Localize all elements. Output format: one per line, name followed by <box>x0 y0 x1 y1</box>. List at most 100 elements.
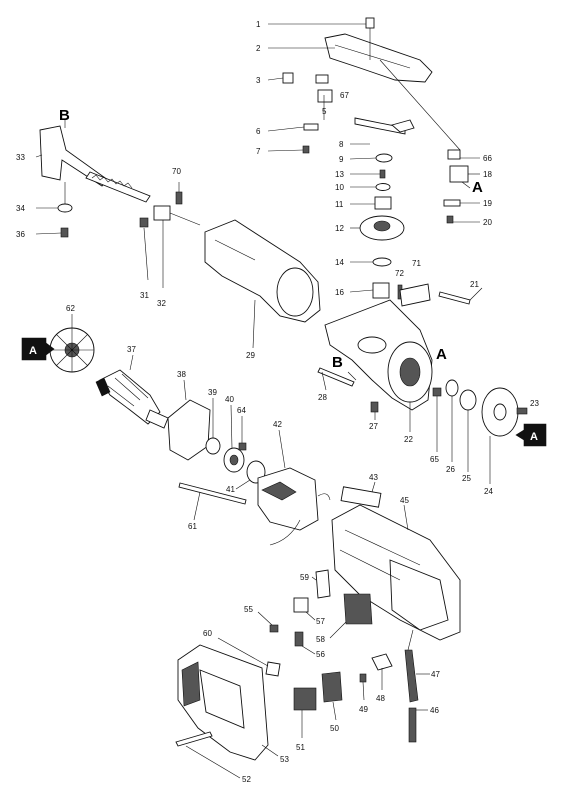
screw-23-part <box>516 407 528 415</box>
callout-16: 16 <box>335 288 344 297</box>
block-18-part <box>449 165 469 183</box>
callout-20: 20 <box>483 218 492 227</box>
callout-27: 27 <box>369 422 378 431</box>
callout-52: 52 <box>242 775 251 784</box>
callout-7: 7 <box>256 147 261 156</box>
callout-38: 38 <box>177 370 186 379</box>
blade-holder-33-part <box>39 125 109 187</box>
top-cover-part <box>324 33 433 83</box>
pin-31-part <box>139 217 149 228</box>
callout-5: 5 <box>322 107 327 116</box>
plate-71-part <box>399 283 431 307</box>
callout-66: 66 <box>483 154 492 163</box>
armature-37-part <box>95 369 169 429</box>
callout-41: 41 <box>226 485 235 494</box>
callout-12: 12 <box>335 224 344 233</box>
callout-2: 2 <box>256 44 261 53</box>
callout-26: 26 <box>446 465 455 474</box>
callout-19: 19 <box>483 199 492 208</box>
callout-14: 14 <box>335 258 344 267</box>
bolt-61-part <box>178 482 247 505</box>
part-51 <box>293 687 317 711</box>
washer-9-part <box>375 153 393 163</box>
block-5-part <box>317 89 333 103</box>
washer-39-part <box>205 437 221 455</box>
callout-9: 9 <box>339 155 344 164</box>
callout-40: 40 <box>225 395 234 404</box>
callout-33: 33 <box>16 153 25 162</box>
clamp-48-part <box>371 653 393 671</box>
saw-blade-part <box>85 171 151 203</box>
callout-47: 47 <box>431 670 440 679</box>
bearing-11-part <box>374 196 392 210</box>
callout-37: 37 <box>127 345 136 354</box>
washer-14-part <box>372 257 392 267</box>
callout-61: 61 <box>188 522 197 531</box>
cover-59-part <box>315 569 331 599</box>
screw-49-part <box>359 673 367 683</box>
callout-8: 8 <box>339 140 344 149</box>
callout-57: 57 <box>316 617 325 626</box>
callout-62: 62 <box>66 304 75 313</box>
callout-22: 22 <box>404 435 413 444</box>
bearing-25-part <box>459 389 477 411</box>
callout-18: 18 <box>483 170 492 179</box>
callout-65: 65 <box>430 455 439 464</box>
bearing-16-part <box>372 282 390 299</box>
callout-71: 71 <box>412 259 421 268</box>
screw-20-part <box>446 215 454 224</box>
block-67-part <box>315 74 329 84</box>
callout-60: 60 <box>203 629 212 638</box>
callout-11: 11 <box>335 200 344 209</box>
callout-3: 3 <box>256 76 261 85</box>
callout-56: 56 <box>316 650 325 659</box>
callout-45: 45 <box>400 496 409 505</box>
baffle-38-part <box>167 399 211 461</box>
block-3-part <box>282 72 294 84</box>
screw-21-part <box>438 291 471 305</box>
callout-67: 67 <box>340 91 349 100</box>
cord-guard-47-part <box>404 649 419 703</box>
motor-housing-45-part <box>331 504 461 641</box>
callout-64: 64 <box>237 406 246 415</box>
label-43-part <box>340 486 382 508</box>
field-42-part <box>257 467 331 546</box>
callout-43: 43 <box>369 473 378 482</box>
callout-6: 6 <box>256 127 261 136</box>
clip-19-part <box>443 199 461 207</box>
brush-holder-57-part <box>293 597 309 613</box>
screw-36-part <box>60 227 69 238</box>
brush-56-part <box>294 631 304 647</box>
callout-51: 51 <box>296 743 305 752</box>
clip-6-part <box>303 123 319 131</box>
callout-31: 31 <box>140 291 149 300</box>
callout-58: 58 <box>316 635 325 644</box>
callout-72: 72 <box>395 269 404 278</box>
callout-21: 21 <box>470 280 479 289</box>
washer-26-part <box>445 379 459 397</box>
screw-70-part <box>175 191 183 205</box>
callout-25: 25 <box>462 474 471 483</box>
callout-34: 34 <box>16 204 25 213</box>
part-60 <box>265 661 281 677</box>
callout-13: 13 <box>335 170 344 179</box>
ref-tag-a-left: A <box>21 337 55 361</box>
shaft-8-part <box>354 117 406 135</box>
callout-23: 23 <box>530 399 539 408</box>
callout-29: 29 <box>246 351 255 360</box>
ref-tag-a-right: A <box>515 423 547 447</box>
screw-28-part <box>317 367 355 387</box>
callout-36: 36 <box>16 230 25 239</box>
callout-70: 70 <box>172 167 181 176</box>
ref-a-right: A <box>472 179 483 196</box>
fan-62-part <box>49 327 95 373</box>
part-50 <box>321 671 343 703</box>
svg-text:A: A <box>29 345 37 357</box>
screw-52-part <box>175 731 213 747</box>
callout-32: 32 <box>157 299 166 308</box>
callout-53: 53 <box>280 755 289 764</box>
ref-b-center: B <box>332 354 343 371</box>
svg-text:A: A <box>530 431 538 443</box>
